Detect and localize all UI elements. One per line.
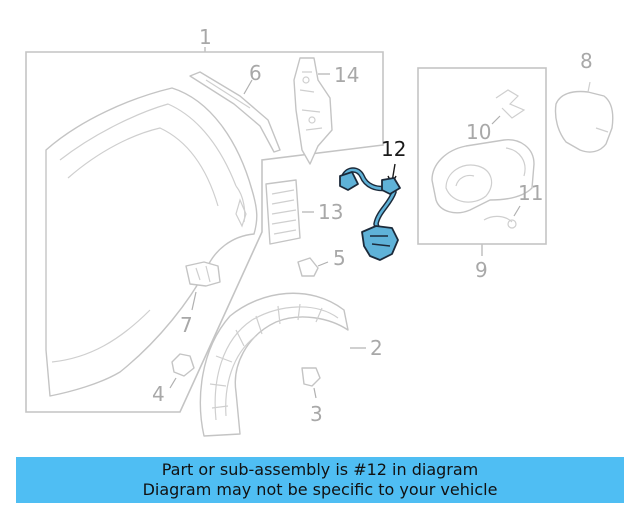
part-4: [169, 353, 195, 389]
part-6: [189, 71, 281, 153]
callout-3: 3: [310, 402, 323, 426]
callout-13: 13: [318, 200, 343, 224]
fuel-door-housing-group: [417, 67, 547, 256]
callout-12[interactable]: 12: [381, 137, 406, 161]
info-banner: Part or sub-assembly is #12 in diagram D…: [16, 457, 624, 503]
banner-line-1: Part or sub-assembly is #12 in diagram: [161, 460, 479, 479]
callout-4: 4: [152, 382, 165, 406]
part-8-fuel-door: [554, 81, 614, 153]
part-12-wiring-harness[interactable]: [339, 163, 401, 261]
part-3: [301, 367, 321, 399]
callout-11: 11: [518, 181, 543, 205]
callout-10: 10: [466, 120, 491, 144]
part-2-wheel-liner: [199, 292, 366, 437]
callout-2: 2: [370, 336, 383, 360]
callout-6: 6: [249, 61, 262, 85]
parts-diagram: 1 6 14 13 12 5 7 2 4 3 10 11 9 8: [25, 25, 614, 437]
callout-9: 9: [475, 258, 488, 282]
part-13: [265, 179, 314, 245]
callout-7: 7: [180, 313, 193, 337]
part-5: [297, 257, 329, 277]
quarter-panel-group: [25, 47, 384, 413]
callout-14: 14: [334, 63, 359, 87]
callout-5: 5: [333, 246, 346, 270]
callout-1: 1: [199, 25, 212, 49]
quarter-panel: [45, 87, 258, 397]
part-7: [185, 261, 221, 311]
part-14: [293, 57, 333, 165]
banner-line-2: Diagram may not be specific to your vehi…: [142, 480, 498, 499]
callout-8: 8: [580, 49, 593, 73]
